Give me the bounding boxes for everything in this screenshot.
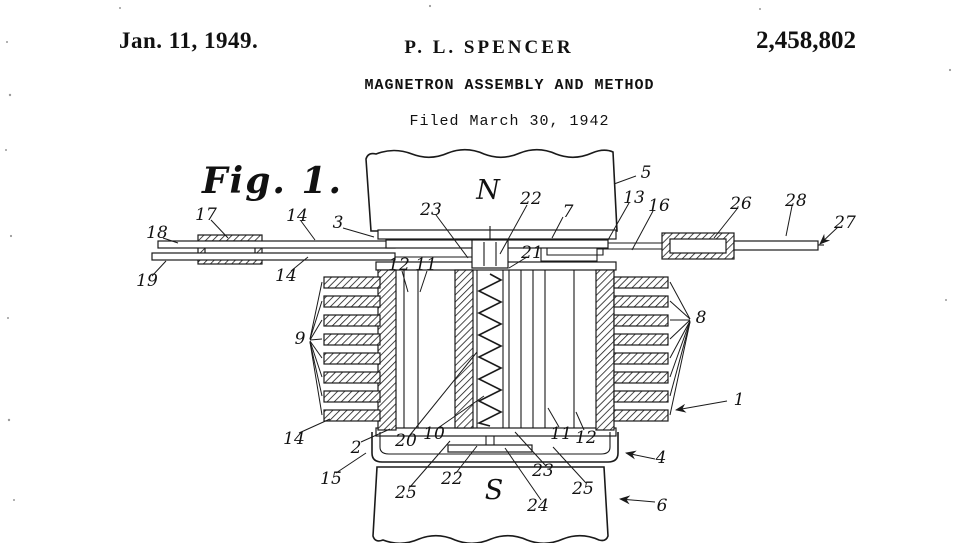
ref-numeral-8: 8 bbox=[696, 308, 707, 328]
ref-numeral-19: 19 bbox=[136, 271, 158, 291]
ref-numeral-4: 4 bbox=[655, 448, 667, 468]
ref-numeral-11: 11 bbox=[550, 424, 572, 444]
inventor-name: P. L. SPENCER bbox=[404, 37, 574, 58]
ref-numeral-20: 20 bbox=[394, 431, 417, 451]
left-lead-rod-lower bbox=[151, 252, 396, 261]
ref-numeral-13: 13 bbox=[623, 188, 645, 208]
ref-numeral-11: 11 bbox=[415, 255, 437, 275]
ref-numeral-7: 7 bbox=[563, 202, 574, 222]
magnet-bottom bbox=[372, 466, 609, 543]
ref-numeral-28: 28 bbox=[784, 191, 807, 211]
ref-numeral-16: 16 bbox=[648, 196, 670, 216]
ref-numeral-3: 3 bbox=[333, 213, 344, 233]
ref-numeral-12: 12 bbox=[575, 428, 597, 448]
ref-numeral-14: 14 bbox=[286, 206, 308, 226]
bottom-cup bbox=[371, 432, 619, 463]
ref-numeral-26: 26 bbox=[729, 194, 752, 214]
filing-date: Filed March 30, 1942 bbox=[409, 113, 610, 130]
north-pole-label: N bbox=[475, 175, 501, 206]
ref-numeral-1: 1 bbox=[734, 390, 745, 410]
ref-numeral-14: 14 bbox=[283, 429, 305, 449]
figure-label: Fig. 1. bbox=[202, 160, 344, 202]
ref-numeral-12: 12 bbox=[388, 255, 410, 275]
ref-numeral-9: 9 bbox=[295, 329, 306, 349]
ref-numeral-10: 10 bbox=[423, 424, 445, 444]
top-center-support bbox=[471, 239, 509, 269]
ref-numeral-23: 23 bbox=[419, 200, 442, 220]
left-lead-assembly bbox=[151, 234, 472, 265]
ref-numeral-22: 22 bbox=[440, 469, 463, 489]
cooling-fins-right bbox=[613, 276, 669, 422]
right-lead-rod bbox=[733, 240, 819, 251]
anode-body bbox=[371, 226, 619, 463]
ref-numeral-23: 23 bbox=[531, 461, 554, 481]
ref-numeral-24: 24 bbox=[526, 496, 549, 516]
ref-numeral-25: 25 bbox=[394, 483, 417, 503]
ref-numeral-14: 14 bbox=[275, 266, 297, 286]
right-lead-assembly bbox=[540, 232, 824, 262]
ref-numeral-15: 15 bbox=[320, 469, 342, 489]
body-bottom-plate bbox=[375, 427, 617, 437]
ref-numeral-25: 25 bbox=[571, 479, 594, 499]
anode-vane bbox=[454, 269, 474, 429]
cooling-fins-left bbox=[323, 276, 381, 422]
ref-numeral-2: 2 bbox=[350, 438, 362, 458]
patent-number: 2,458,802 bbox=[756, 27, 856, 54]
left-lead-rod-upper bbox=[157, 240, 396, 249]
patent-title: MAGNETRON ASSEMBLY AND METHOD bbox=[364, 77, 655, 94]
patent-date: Jan. 11, 1949. bbox=[119, 28, 259, 53]
scan-noise bbox=[5, 4, 952, 501]
ref-numeral-18: 18 bbox=[146, 223, 168, 243]
ref-numeral-5: 5 bbox=[641, 163, 652, 183]
ref-numeral-22: 22 bbox=[519, 189, 542, 209]
ref-numeral-6: 6 bbox=[657, 496, 668, 516]
top-cap-plate bbox=[377, 229, 617, 240]
leader-lines bbox=[151, 175, 839, 505]
cathode-spring bbox=[476, 273, 503, 427]
bottom-center-bracket bbox=[447, 444, 533, 453]
ref-numeral-27: 27 bbox=[833, 213, 856, 233]
ref-numeral-17: 17 bbox=[195, 205, 217, 225]
ref-numeral-21: 21 bbox=[520, 243, 543, 263]
right-wall bbox=[595, 269, 615, 431]
magnet-top bbox=[365, 148, 618, 232]
left-wall bbox=[377, 269, 397, 431]
south-pole-label: S bbox=[485, 475, 504, 506]
